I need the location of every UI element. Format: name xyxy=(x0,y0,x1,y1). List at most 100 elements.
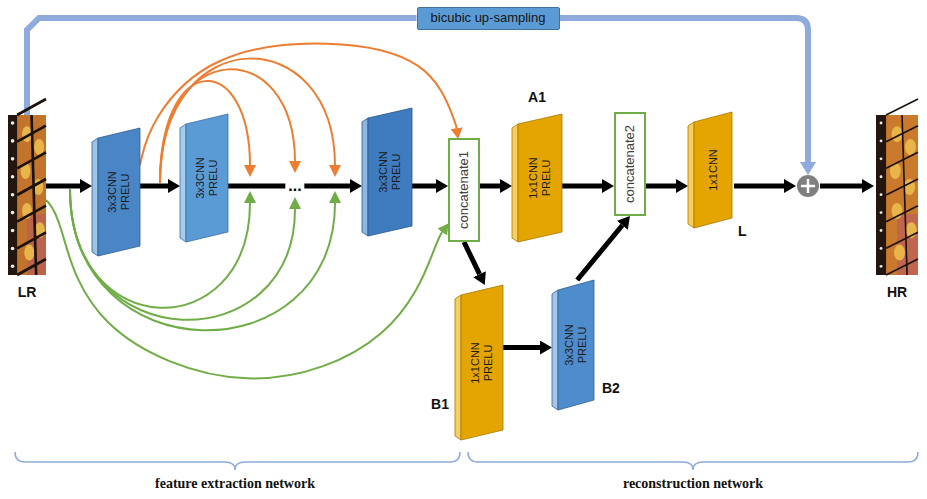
image-ground xyxy=(8,115,46,275)
wing-dot xyxy=(11,211,15,215)
wing-patch xyxy=(905,139,916,155)
wing-vein xyxy=(886,99,918,115)
flow-arrow xyxy=(562,184,602,189)
wing-vein xyxy=(886,232,918,248)
block-label: 3x3CNN PRELU xyxy=(377,144,402,200)
block-label: 1x1CNN PRELU xyxy=(527,150,552,206)
slab-side xyxy=(362,118,368,236)
slab-side xyxy=(512,124,518,242)
conv-layer-block: A11x1CNN PRELU xyxy=(512,114,562,242)
slab-side xyxy=(180,124,186,242)
wing-vein xyxy=(17,179,46,195)
wing-patch xyxy=(894,245,905,261)
block-label: 1x1CNN PRELU xyxy=(469,335,494,391)
dense-arrowhead xyxy=(329,165,341,177)
butterfly-image xyxy=(8,115,46,275)
block-label: bicubic up-sampling xyxy=(431,11,546,25)
block-label: 3x3CNN PRELU xyxy=(563,317,588,373)
dense-arrowhead xyxy=(244,165,256,177)
wing-dot xyxy=(880,265,883,268)
slab-face xyxy=(461,285,503,440)
connector xyxy=(27,18,417,115)
wing-vein xyxy=(17,259,46,275)
block-name: HR xyxy=(887,285,907,300)
image-ground xyxy=(876,115,918,275)
wing-dot xyxy=(11,229,15,233)
block-name: A1 xyxy=(528,90,546,105)
dense-arrowhead xyxy=(244,191,256,203)
concatenate-box: concatenate1 xyxy=(448,138,480,242)
wing-patch xyxy=(34,139,44,155)
block-label: 3x3CNN PRELU xyxy=(194,150,219,206)
flow-arrowhead xyxy=(784,179,796,193)
flow-arrow xyxy=(577,225,622,280)
butterfly-image xyxy=(876,115,918,275)
flow-arrow xyxy=(46,184,80,189)
block-name: B2 xyxy=(602,381,620,396)
slab-face xyxy=(694,112,732,228)
wing-dot xyxy=(880,157,883,160)
wing-vein xyxy=(32,115,37,275)
wing-dot xyxy=(11,175,15,179)
slab-face xyxy=(98,128,140,256)
slab-side xyxy=(688,122,694,228)
wing-patch xyxy=(24,245,34,261)
slab-side xyxy=(455,295,461,440)
sum-symbol xyxy=(797,175,819,197)
wing-dot xyxy=(880,140,883,143)
dense-arrowhead xyxy=(329,191,341,203)
image-panel: LR xyxy=(8,115,46,275)
flow-arrow xyxy=(734,184,784,189)
wing-dot xyxy=(880,211,883,214)
wing-vein xyxy=(902,115,907,275)
sum-plus xyxy=(801,179,815,193)
concatenate-box: concatenate2 xyxy=(614,112,646,216)
wing-vein xyxy=(886,152,918,168)
wing-dot xyxy=(880,247,883,250)
conv-layer-block: 3x3CNN PRELU xyxy=(92,128,140,256)
upsampling-arrowhead xyxy=(800,162,816,175)
wing-dot xyxy=(880,122,883,125)
conv-layer-block: 1x1CNN PRELUB1 xyxy=(455,285,503,440)
wing-vein xyxy=(17,232,46,248)
block-label: concatenate1 xyxy=(457,151,471,229)
block-name: B1 xyxy=(431,397,449,412)
wing-dot xyxy=(11,121,15,125)
wing-vein xyxy=(886,206,918,222)
wing-dot xyxy=(11,265,15,269)
flow-arrow xyxy=(480,184,500,189)
block-label: 1x1CNN xyxy=(707,142,720,198)
dense-arrowhead xyxy=(289,197,301,209)
wing-dot xyxy=(11,157,15,161)
slab-side xyxy=(552,290,558,410)
wing-vein xyxy=(886,259,918,275)
section-bracket xyxy=(468,452,918,470)
wing-border xyxy=(8,115,17,275)
section-label: feature extraction network xyxy=(155,476,315,491)
wing-dot xyxy=(880,193,883,196)
flow-arrow xyxy=(503,345,540,350)
flow-arrow xyxy=(464,242,480,274)
wing-vein xyxy=(17,206,46,222)
wing-dot xyxy=(11,247,15,251)
wing-border xyxy=(876,115,886,275)
flow-arrowhead xyxy=(862,179,874,193)
block-name: LR xyxy=(18,285,37,300)
wing-dot xyxy=(11,139,15,143)
block-label: concatenate2 xyxy=(623,125,637,203)
wing-dot xyxy=(880,175,883,178)
flow-arrow xyxy=(820,184,862,189)
wing-vein xyxy=(17,99,46,115)
conv-layer-block: 3x3CNN PRELUB2 xyxy=(552,280,594,410)
wing-dot xyxy=(880,229,883,232)
conv-layer-block: 3x3CNN PRELU xyxy=(362,108,412,236)
image-panel: HR xyxy=(876,115,918,275)
flow-arrow xyxy=(412,184,436,189)
slab-face xyxy=(186,114,228,242)
slab-face xyxy=(558,280,594,410)
dense-arrowhead xyxy=(289,161,301,173)
slab-side xyxy=(92,138,98,256)
upsampling-box: bicubic up-sampling xyxy=(417,7,560,30)
